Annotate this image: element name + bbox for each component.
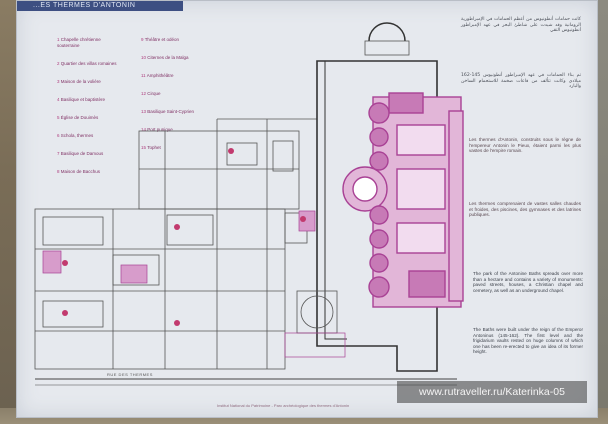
watermark-caption: www.rutraveller.ru/Katerinka-05 [397,381,587,403]
legend-num: 3 [57,79,60,84]
legend-item: 8 Maison de Bacchus [57,169,117,175]
legend-num: 9 [141,37,144,42]
legend-num: 11 [141,73,146,78]
plan-outline-lower [34,208,286,370]
legend-item: 10 Citernes de la Malga [141,55,201,61]
arabic-text-2: تم بناء الحمامات في عهد الإمبراطور أنطون… [461,73,581,90]
legend-num: 4 [57,97,60,102]
legend-label: Cirque [147,91,161,96]
legend-item: 4 Basilique et baptistère [57,97,117,103]
legend-num: 5 [57,115,60,120]
info-board: ...ES THERMES D'ANTONIN 1 Chapelle chrét… [16,0,598,418]
legend-label: Basilique et baptistère [60,97,106,102]
legend-item: 2 Quartier des villas romaines [57,61,117,67]
legend-label: Citernes de la Malga [147,55,189,60]
french-text-2: Les thermes comprenaient de vastes salle… [469,201,581,218]
legend-item: 6 Schola, thermes [57,133,117,139]
board-header: ...ES THERMES D'ANTONIN [17,1,183,11]
site-plan [34,22,464,386]
legend-right: 9 Théâtre et odéon 10 Citernes de la Mal… [141,37,201,163]
legend-item: 5 Église de Douimès [57,115,117,121]
legend-left: 1 Chapelle chrétienne souterraine 2 Quar… [57,37,117,187]
legend-item: 14 Port punique [141,127,201,133]
street-label: RUE DES THERMES [107,372,153,377]
legend-label: Maison de Bacchus [60,169,101,174]
legend-label: Théâtre et odéon [144,37,179,42]
english-text-1: The park of the Antonine Baths spreads o… [473,271,583,293]
legend-label: Port punique [147,127,173,132]
legend-item: 11 Amphithéâtre [141,73,201,79]
legend-label: Schola, thermes [60,133,94,138]
legend-item: 9 Théâtre et odéon [141,37,201,43]
legend-label: Chapelle chrétienne souterraine [57,37,101,48]
legend-num: 7 [57,151,60,156]
legend-item: 13 Basilique Saint-Cyprien [141,109,201,115]
legend-num: 13 [141,109,147,114]
legend-num: 10 [141,55,147,60]
legend-num: 1 [57,37,60,42]
legend-label: Maison de la volière [60,79,101,84]
english-text-2: The Baths were built under the reign of … [473,327,583,355]
french-text-1: Les thermes d'Antonin, construits sous l… [469,137,581,154]
legend-num: 12 [141,91,147,96]
legend-label: Église de Douimès [60,115,99,120]
legend-item: 15 Tophet [141,145,201,151]
legend-num: 2 [57,61,60,66]
legend-label: Tophet [147,145,161,150]
legend-item: 7 Basilique de Damous [57,151,117,157]
legend-num: 6 [57,133,60,138]
legend-num: 14 [141,127,147,132]
legend-num: 8 [57,169,60,174]
arabic-text-1: كانت حمامات أنطونيوس من أعظم الحمامات في… [461,17,581,34]
thermes-complex [342,92,464,308]
legend-label: Basilique de Damous [60,151,104,156]
legend-label: Basilique Saint-Cyprien [147,109,195,114]
legend-num: 15 [141,145,147,150]
legend-item: 12 Cirque [141,91,201,97]
board-caption: Institut National du Patrimoine - Parc a… [217,403,350,408]
legend-item: 3 Maison de la volière [57,79,117,85]
legend-label: Quartier des villas romaines [60,61,117,66]
legend-item: 1 Chapelle chrétienne souterraine [57,37,117,49]
legend-label: Amphithéâtre [146,73,174,78]
